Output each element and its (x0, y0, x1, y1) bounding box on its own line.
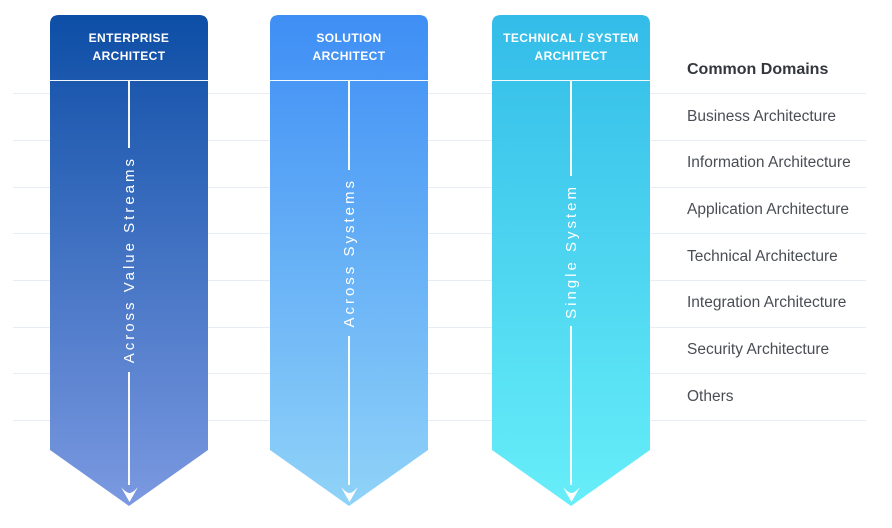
arrow-down-icon (120, 487, 138, 502)
common-domains-heading: Common Domains (687, 60, 829, 78)
row-divider (13, 420, 866, 421)
row-divider (13, 280, 866, 281)
arrow-down-icon (562, 487, 580, 502)
technical-system-architect-banner: TECHNICAL / SYSTEM ARCHITECT Single Syst… (492, 15, 650, 506)
arrow-stem (348, 335, 350, 485)
banner-header: ENTERPRISE ARCHITECT (50, 15, 208, 81)
domain-item: Information Architecture (687, 154, 851, 172)
domain-item: Others (687, 387, 734, 405)
banner-scope-label: Across Systems (340, 178, 358, 328)
banner-arrow-shape (270, 15, 428, 506)
row-divider (13, 233, 866, 234)
banner-scope-label: Single System (562, 183, 580, 319)
row-divider (13, 373, 866, 374)
banner-scope-label: Across Value Streams (120, 156, 138, 364)
banner-arrow-shape (492, 15, 650, 506)
row-divider (13, 93, 866, 94)
banner-title: ENTERPRISE ARCHITECT (88, 30, 170, 64)
arrow-stem (128, 80, 130, 149)
domain-item: Integration Architecture (687, 294, 847, 312)
arrow-stem (570, 80, 572, 176)
domain-item: Business Architecture (687, 107, 837, 125)
solution-architect-banner: SOLUTION ARCHITECT Across Systems (270, 15, 428, 506)
banner-header: SOLUTION ARCHITECT (270, 15, 428, 81)
enterprise-architect-banner: ENTERPRISE ARCHITECT Across Value Stream… (50, 15, 208, 506)
row-divider (13, 187, 866, 188)
arrow-stem (128, 371, 130, 485)
arrow-stem (348, 80, 350, 171)
row-divider (13, 327, 866, 328)
banner-title: TECHNICAL / SYSTEM ARCHITECT (503, 30, 639, 64)
arrow-down-icon (340, 487, 358, 502)
domain-item: Application Architecture (687, 200, 849, 218)
banner-header: TECHNICAL / SYSTEM ARCHITECT (492, 15, 650, 81)
row-divider (13, 140, 866, 141)
domain-item: Technical Architecture (687, 247, 838, 265)
common-domains-list: Common Domains Business Architecture Inf… (687, 47, 869, 421)
arrow-stem (570, 326, 572, 485)
domain-item: Security Architecture (687, 340, 830, 358)
banner-arrow-shape (50, 15, 208, 506)
banner-title: SOLUTION ARCHITECT (312, 30, 386, 64)
